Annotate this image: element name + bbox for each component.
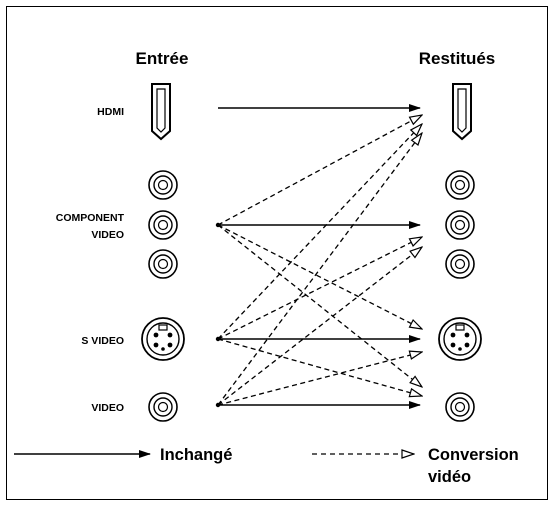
- arrow-svideo-to-component: [217, 237, 422, 340]
- svideo-input-jack-icon: [141, 317, 185, 361]
- component-y-output-jack-icon: [445, 170, 475, 200]
- legend-conversion-label-line2: vidéo: [428, 468, 471, 486]
- component-y-input-jack-icon: [148, 170, 178, 200]
- label-component-line1: COMPONENT: [56, 212, 125, 224]
- arrow-svideo-to-video: [217, 338, 422, 396]
- input-column-header: Entrée: [136, 49, 189, 68]
- legend-unchanged-label: Inchangé: [160, 446, 232, 464]
- label-svideo: S VIDEO: [81, 335, 124, 347]
- hdmi-output-connector-icon: [452, 83, 472, 141]
- arrow-video-to-hdmi: [217, 133, 422, 406]
- component-pb-output-jack-icon: [445, 210, 475, 240]
- legend: Inchangé Conversion vidéo: [14, 446, 519, 486]
- component-pr-input-jack-icon: [148, 249, 178, 279]
- legend-conversion-label-line1: Conversion: [428, 446, 519, 464]
- diagram-frame: [6, 6, 548, 500]
- arrow-video-to-svideo: [217, 352, 422, 406]
- arrow-svideo-to-hdmi: [217, 124, 422, 340]
- component-pr-output-jack-icon: [445, 249, 475, 279]
- composite-video-output-jack-icon: [445, 392, 475, 422]
- arrow-component-to-svideo: [217, 224, 422, 329]
- arrow-component-to-hdmi: [217, 115, 422, 226]
- arrow-component-to-video: [217, 224, 422, 387]
- connection-arrows: [217, 104, 422, 409]
- composite-video-input-jack-icon: [148, 392, 178, 422]
- component-pb-input-jack-icon: [148, 210, 178, 240]
- label-video: VIDEO: [91, 402, 124, 414]
- label-component-line2: VIDEO: [91, 229, 124, 241]
- hdmi-input-connector-icon: [151, 83, 171, 141]
- arrow-video-to-component: [217, 247, 422, 406]
- output-column-header: Restitués: [419, 49, 496, 68]
- svideo-output-jack-icon: [438, 317, 482, 361]
- label-hdmi: HDMI: [97, 106, 124, 118]
